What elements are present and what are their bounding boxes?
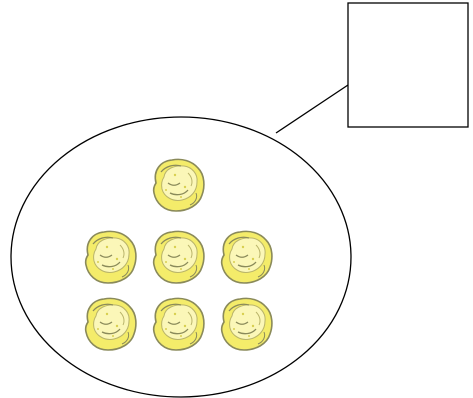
popcorn-kernel-icon (152, 230, 205, 284)
popcorn-kernel-icon (220, 230, 273, 284)
connector-line (275, 84, 349, 134)
popcorn-kernel-icon (84, 297, 137, 351)
popcorn-kernel-icon (152, 297, 205, 351)
group-ellipse (10, 116, 352, 398)
popcorn-kernel-icon (220, 297, 273, 351)
answer-box[interactable] (347, 2, 469, 128)
popcorn-kernel-icon (84, 230, 137, 284)
popcorn-kernel-icon (152, 158, 205, 212)
popcorn-group (84, 158, 273, 351)
